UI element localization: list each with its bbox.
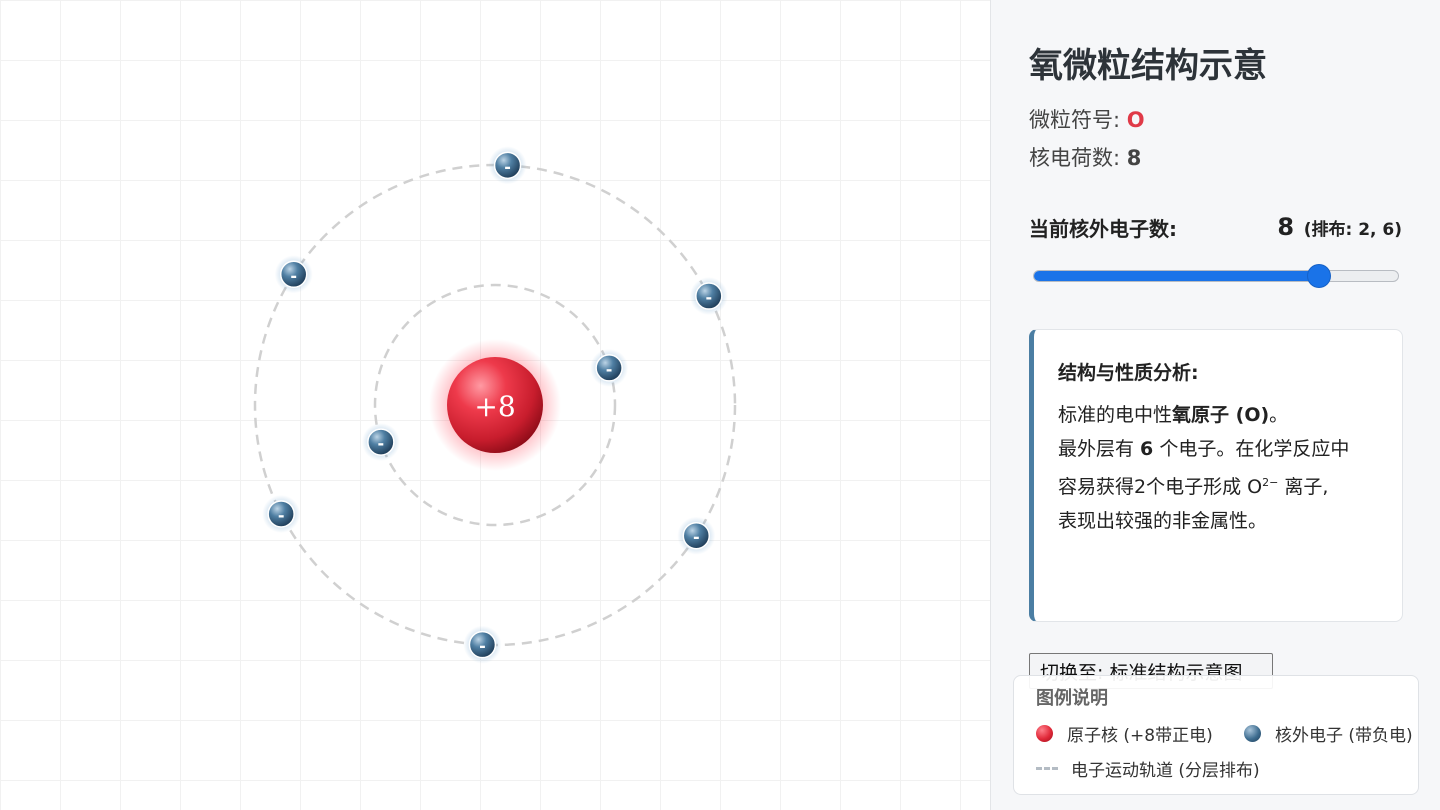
electron-count-slider[interactable] <box>1033 264 1399 288</box>
electron-charge-label: - <box>479 637 486 656</box>
analysis-line-1: 标准的电中性氧原子 (O)。 <box>1058 404 1289 426</box>
electron: - <box>463 625 502 664</box>
electron-ball <box>468 630 497 659</box>
control-panel: 氧微粒结构示意 微粒符号: O 核电荷数: 8 当前核外电子数: 8 (排布: … <box>990 0 1440 810</box>
slider-fill <box>1034 271 1327 281</box>
nuclear-charge-row: 核电荷数: 8 <box>1029 142 1141 172</box>
electron-charge-label: - <box>706 288 713 307</box>
analysis-body: 标准的电中性氧原子 (O)。 最外层有 6 个电子。在化学反应中 容易获得2个电… <box>1058 398 1349 538</box>
analysis-line-3: 容易获得2个电子形成 O2− 离子, <box>1058 476 1329 498</box>
legend-box: 图例说明 原子核 (+8带正电) 核外电子 (带负电) 电子运动轨道 (分层排布… <box>1013 675 1419 795</box>
electron-count-display: 8 (排布: 2, 6) <box>1277 213 1402 241</box>
legend-title: 图例说明 <box>1036 688 1108 709</box>
legend-item-orbit: 电子运动轨道 (分层排布) <box>1036 756 1260 781</box>
nuclear-charge-value: 8 <box>1126 146 1142 170</box>
electron: - <box>689 277 728 316</box>
electron-ball <box>279 260 308 289</box>
electron: - <box>677 516 716 555</box>
analysis-card: 结构与性质分析: 标准的电中性氧原子 (O)。 最外层有 6 个电子。在化学反应… <box>1029 329 1403 622</box>
electron-charge-label: - <box>278 506 285 525</box>
electron-ball <box>595 354 623 382</box>
electron-ball <box>367 428 395 456</box>
legend-nucleus-label: 原子核 (+8带正电) <box>1067 726 1213 746</box>
electron-charge-label: - <box>290 266 297 285</box>
particle-symbol-value: O <box>1126 108 1145 132</box>
electron-charge-label: - <box>693 528 700 547</box>
electron: - <box>361 423 400 462</box>
legend-item-electron: 核外电子 (带负电) <box>1244 721 1413 746</box>
orbit-shell-1 <box>373 283 617 527</box>
electron: - <box>488 146 527 185</box>
electron-charge-label: - <box>504 157 511 176</box>
legend-item-nucleus: 原子核 (+8带正电) <box>1036 721 1213 746</box>
electron-ball <box>682 521 711 550</box>
nucleus-swatch-icon <box>1036 725 1053 742</box>
electron-distribution: (排布: 2, 6) <box>1303 220 1402 240</box>
atom-diagram-stage: +8 - - - - - - - - <box>0 0 990 810</box>
slider-track[interactable] <box>1033 270 1399 282</box>
nucleus-charge-label: +8 <box>474 390 515 423</box>
legend-orbit-label: 电子运动轨道 (分层排布) <box>1071 761 1260 781</box>
orbit-dashed-line-icon <box>1036 767 1058 770</box>
atom-diagram: +8 - - - - - - - - <box>253 146 737 664</box>
page-title: 氧微粒结构示意 <box>1029 46 1267 86</box>
nucleus <box>447 357 543 453</box>
slider-thumb[interactable] <box>1308 265 1331 287</box>
electron-ball <box>493 151 522 180</box>
electron: - <box>262 494 301 533</box>
nuclear-charge-label: 核电荷数: <box>1029 146 1121 170</box>
electron: - <box>274 255 313 294</box>
electron-ball <box>695 282 723 310</box>
electron-count-label: 当前核外电子数: <box>1029 217 1177 241</box>
particle-symbol-label: 微粒符号: <box>1029 108 1121 132</box>
electron-charge-label: - <box>606 360 613 379</box>
analysis-line-2: 最外层有 6 个电子。在化学反应中 <box>1058 438 1350 460</box>
electron-swatch-icon <box>1244 725 1261 742</box>
electron-ball <box>267 500 295 528</box>
electron: - <box>590 348 629 387</box>
legend-electron-label: 核外电子 (带负电) <box>1275 726 1413 746</box>
electron-count-value: 8 <box>1277 213 1295 241</box>
particle-symbol-row: 微粒符号: O <box>1029 104 1145 134</box>
analysis-line-4: 表现出较强的非金属性。 <box>1058 510 1268 532</box>
electron-charge-label: - <box>378 434 385 453</box>
analysis-title: 结构与性质分析: <box>1058 362 1199 384</box>
